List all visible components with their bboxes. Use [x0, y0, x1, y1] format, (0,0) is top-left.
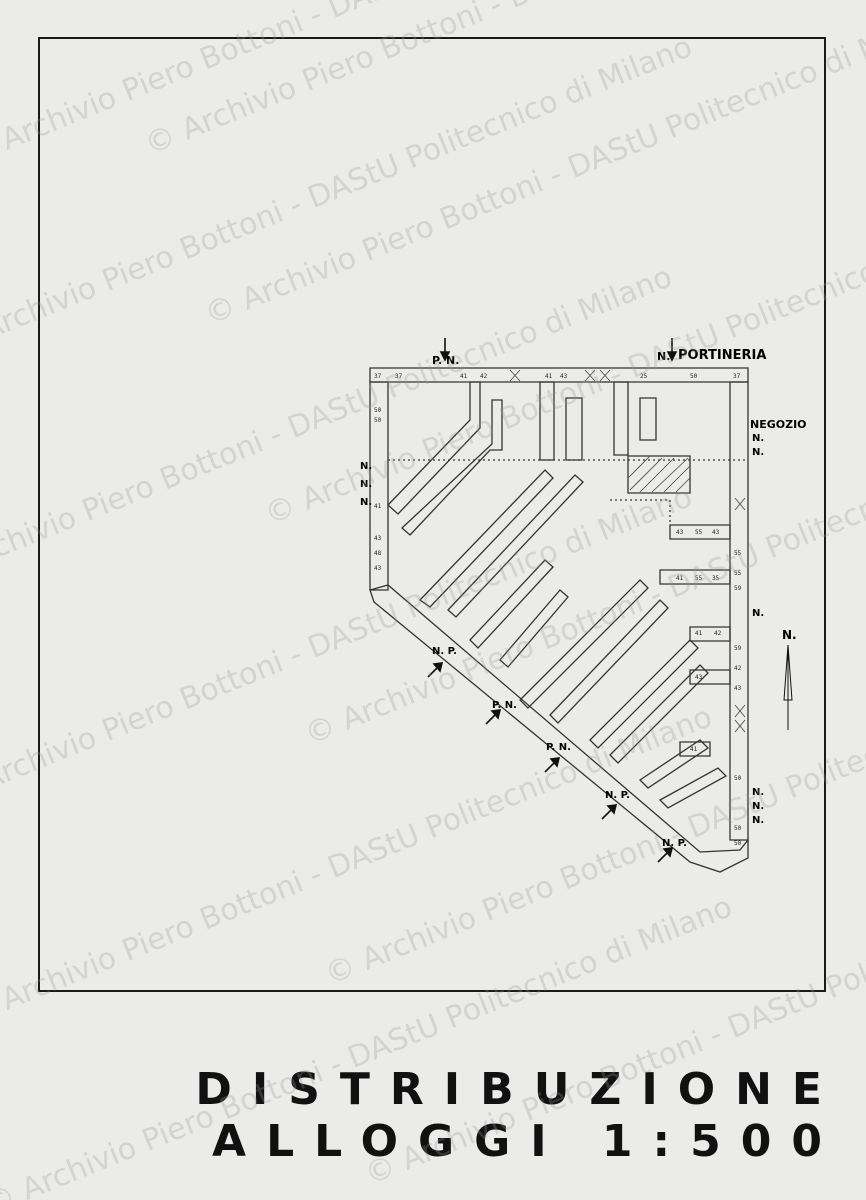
n-marker-right-mid: N.	[752, 608, 765, 619]
svg-text:50: 50	[374, 407, 382, 414]
inner-block-14	[565, 397, 583, 461]
svg-text:50: 50	[690, 373, 698, 380]
svg-text:25: 25	[640, 373, 648, 380]
svg-text:55: 55	[734, 570, 742, 577]
inner-block-2	[401, 399, 503, 536]
svg-text:50: 50	[734, 825, 742, 832]
inner-block-8	[549, 599, 669, 724]
inner-block-12	[658, 767, 728, 809]
svg-text:43: 43	[374, 565, 382, 572]
svg-text:59: 59	[734, 585, 742, 592]
svg-text:37: 37	[733, 373, 741, 380]
svg-text:43: 43	[560, 373, 568, 380]
inner-block-4	[447, 474, 584, 618]
svg-text:41: 41	[460, 373, 468, 380]
left-wing	[369, 381, 389, 591]
inner-block-15	[613, 381, 629, 456]
inner-block-16	[639, 397, 657, 441]
svg-text:41: 41	[690, 746, 698, 753]
svg-text:41: 41	[676, 575, 684, 582]
label-negozio: NEGOZIO	[750, 418, 807, 431]
drawing-frame	[38, 37, 826, 992]
inner-block-10	[609, 664, 709, 764]
svg-text:50: 50	[734, 775, 742, 782]
inner-block-18	[659, 569, 731, 585]
svg-text:35: 35	[712, 575, 720, 582]
inner-block-21	[679, 741, 711, 757]
inner-block-3	[419, 469, 554, 608]
svg-text:43: 43	[712, 529, 720, 536]
inner-block-1	[387, 381, 481, 515]
svg-text:43: 43	[734, 685, 742, 692]
svg-text:41: 41	[545, 373, 553, 380]
entrance-pn-2: P. N.	[492, 700, 517, 711]
label-portineria: PORTINERIA	[678, 348, 767, 363]
inner-block-11	[638, 739, 710, 789]
inner-block-20	[689, 669, 731, 685]
n-markers-right-top: N.N.	[752, 433, 765, 458]
svg-text:55: 55	[695, 529, 703, 536]
svg-text:55: 55	[695, 575, 703, 582]
inner-block-19	[689, 626, 731, 642]
shop-block	[627, 455, 691, 494]
svg-text:42: 42	[734, 665, 742, 672]
svg-text:43: 43	[374, 535, 382, 542]
inner-block-5	[469, 559, 554, 649]
n-markers-right-bottom: N.N.N.	[752, 787, 765, 826]
right-wing	[729, 381, 749, 841]
label-pn: P. N.	[432, 354, 460, 367]
svg-text:48: 48	[374, 550, 382, 557]
label-north-arrow: N.	[782, 628, 797, 642]
svg-text:42: 42	[714, 630, 722, 637]
svg-text:37: 37	[395, 373, 403, 380]
svg-text:43: 43	[676, 529, 684, 536]
svg-text:41: 41	[374, 503, 382, 510]
inner-block-17	[669, 524, 731, 540]
diagonal-building	[369, 584, 749, 873]
title-line-2: ALLOGGI 1:500	[212, 1116, 842, 1167]
label-n: N.	[657, 350, 671, 363]
inner-block-7	[519, 579, 649, 709]
entrance-np-4: N. P.	[605, 790, 630, 801]
inner-block-13	[539, 381, 555, 461]
svg-text:41: 41	[695, 630, 703, 637]
svg-text:50: 50	[734, 840, 742, 847]
title-line-1: DISTRIBUZIONE	[195, 1064, 842, 1115]
svg-text:59: 59	[734, 645, 742, 652]
entrance-np-1: N. P.	[432, 646, 457, 657]
svg-text:42: 42	[480, 373, 488, 380]
inner-block-6	[499, 589, 569, 668]
path-2	[610, 499, 671, 525]
inner-block-9	[589, 639, 699, 749]
svg-text:37: 37	[374, 373, 382, 380]
entrance-np-5: N. P.	[662, 838, 687, 849]
entrance-pn-3: P. N.	[546, 742, 571, 753]
n-markers-left: N.N.N.	[360, 461, 373, 508]
svg-text:55: 55	[734, 550, 742, 557]
svg-text:43: 43	[695, 674, 703, 681]
svg-text:50: 50	[374, 417, 382, 424]
